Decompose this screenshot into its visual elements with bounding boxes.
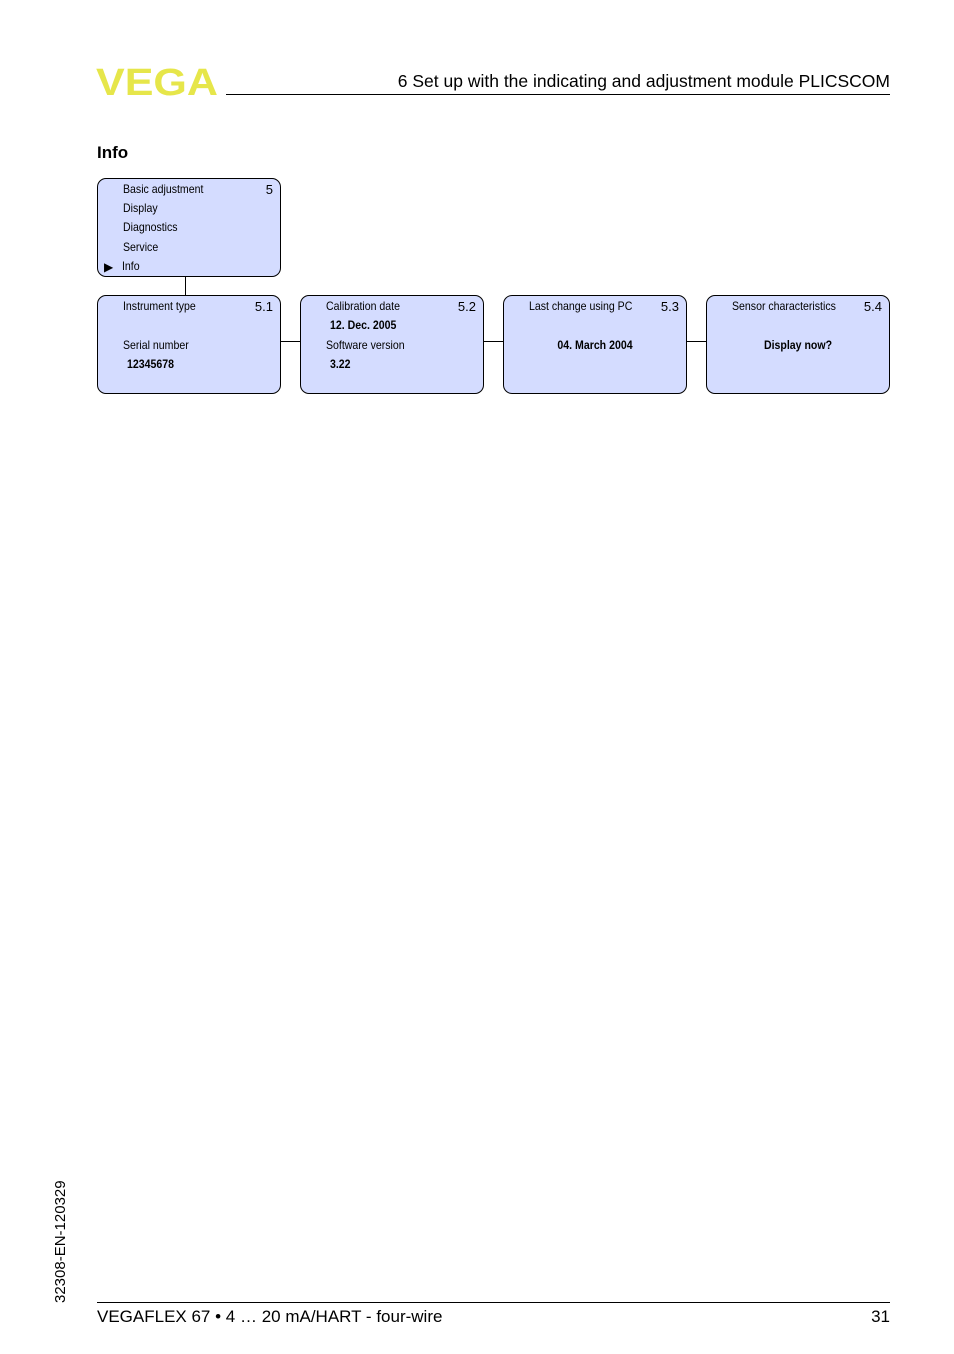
serial-number-value: 12345678 xyxy=(127,357,174,371)
info-box-5-1: Instrument type 5.1 Serial number 123456… xyxy=(97,295,281,394)
menu-number: 5 xyxy=(265,182,273,197)
menu-item-service: Service xyxy=(123,240,159,254)
calibration-date-value: 12. Dec. 2005 xyxy=(330,318,397,332)
box-number: 5.3 xyxy=(660,299,679,314)
connector-5-1-5-2 xyxy=(281,341,300,342)
sensor-characteristics-label: Sensor characteristics xyxy=(732,299,836,313)
menu-item-basic-adjustment: Basic adjustment xyxy=(123,182,204,196)
display-now-value: Display now? xyxy=(763,338,833,352)
instrument-type-label: Instrument type xyxy=(123,299,196,313)
info-box-5-2: Calibration date 5.2 12. Dec. 2005 Softw… xyxy=(300,295,484,394)
connector-5-2-5-3 xyxy=(484,341,503,342)
info-box-5-3: Last change using PC 5.3 04. March 2004 xyxy=(503,295,687,394)
menu-item-diagnostics: Diagnostics xyxy=(123,220,178,234)
svg-text:VEGA: VEGA xyxy=(96,66,218,96)
box-number: 5.4 xyxy=(863,299,882,314)
header-rule xyxy=(226,94,890,95)
connector-5-3-5-4 xyxy=(687,341,706,342)
page-number: 31 xyxy=(871,1307,890,1326)
last-change-label: Last change using PC xyxy=(529,299,633,313)
section-heading: Info xyxy=(97,143,129,162)
info-box-5-4: Sensor characteristics 5.4 Display now? xyxy=(706,295,890,394)
selection-arrow-icon: ▶ xyxy=(104,260,114,274)
box-number: 5.1 xyxy=(254,299,273,314)
vega-logo: VEGA xyxy=(96,66,220,96)
serial-number-label: Serial number xyxy=(123,338,189,352)
software-version-value: 3.22 xyxy=(330,357,351,371)
document-id: 32308-EN-120329 xyxy=(52,1180,69,1303)
menu-item-display: Display xyxy=(123,201,158,215)
menu-item-info: Info xyxy=(122,259,140,273)
connector-vertical xyxy=(185,277,186,295)
last-change-value: 04. March 2004 xyxy=(557,338,633,352)
software-version-label: Software version xyxy=(326,338,405,352)
box-number: 5.2 xyxy=(457,299,476,314)
footer-product: VEGAFLEX 67 • 4 … 20 mA/HART - four-wire xyxy=(97,1307,443,1326)
chapter-title: 6 Set up with the indicating and adjustm… xyxy=(397,71,890,91)
footer-rule xyxy=(97,1302,890,1303)
calibration-date-label: Calibration date xyxy=(326,299,400,313)
main-menu-box: Basic adjustment Display Diagnostics Ser… xyxy=(97,178,281,277)
